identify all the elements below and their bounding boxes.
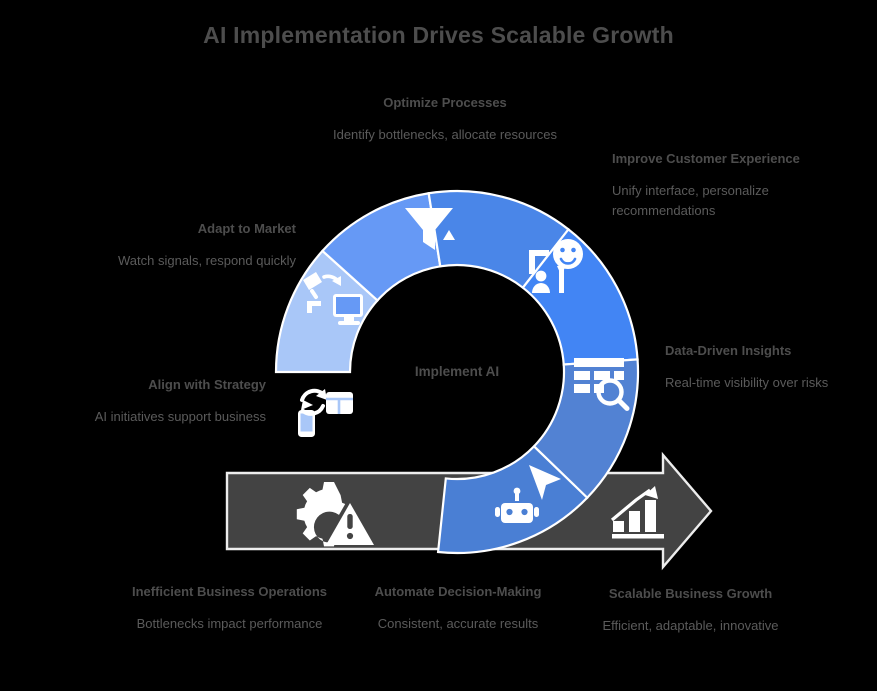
- caption-adapt-to-market: Adapt to Market Watch signals, respond q…: [96, 220, 296, 271]
- caption-heading: Scalable Business Growth: [608, 586, 773, 601]
- customer-feedback-icon: [529, 239, 583, 293]
- caption-heading: Improve Customer Experience: [612, 151, 800, 166]
- donut-ring: [274, 189, 640, 555]
- caption-inefficient-business-operations: Inefficient Business Operations Bottlene…: [122, 583, 337, 634]
- mobile-sync-table-icon: [298, 388, 353, 437]
- caption-body: Efficient, adaptable, innovative: [602, 617, 779, 633]
- table-search-icon: [574, 358, 630, 411]
- robot-cursor-icon: [495, 465, 561, 523]
- caption-body: Bottlenecks impact performance: [136, 615, 323, 631]
- caption-data-driven-insights: Data-Driven Insights Real-time visibilit…: [665, 342, 865, 393]
- page-title: AI Implementation Drives Scalable Growth: [203, 22, 674, 48]
- growth-chart-icon: [610, 486, 664, 539]
- caption-heading: Optimize Processes: [383, 95, 507, 110]
- satellite-monitor-icon: [303, 272, 363, 325]
- gear-warning-icon: [296, 482, 374, 547]
- caption-heading: Automate Decision-Making: [374, 584, 542, 599]
- caption-improve-customer-experience: Improve Customer Experience Unify interf…: [612, 150, 812, 221]
- caption-body: Consistent, accurate results: [377, 615, 539, 631]
- caption-body: Real-time visibility over risks: [665, 374, 829, 390]
- caption-heading: Data-Driven Insights: [665, 343, 792, 358]
- caption-automate-decision-making: Automate Decision-Making Consistent, acc…: [358, 583, 558, 634]
- ring-segment-automate-decisions[interactable]: [436, 444, 589, 555]
- caption-optimize-processes: Optimize Processes Identify bottlenecks,…: [315, 94, 575, 145]
- caption-heading: Align with Strategy: [148, 377, 266, 392]
- caption-body: Watch signals, respond quickly: [118, 252, 296, 268]
- caption-body: Identify bottlenecks, allocate resources: [332, 126, 557, 142]
- caption-body: AI initiatives support business: [94, 408, 266, 424]
- funnel-icon: [405, 208, 455, 250]
- caption-scalable-business-growth: Scalable Business Growth Efficient, adap…: [573, 585, 808, 636]
- center-label: Implement AI: [415, 364, 499, 379]
- caption-heading: Adapt to Market: [197, 221, 296, 236]
- caption-heading: Inefficient Business Operations: [131, 584, 328, 599]
- caption-body: Unify interface, personalize recommendat…: [612, 182, 769, 218]
- caption-align-with-strategy: Align with Strategy AI initiatives suppo…: [66, 376, 266, 427]
